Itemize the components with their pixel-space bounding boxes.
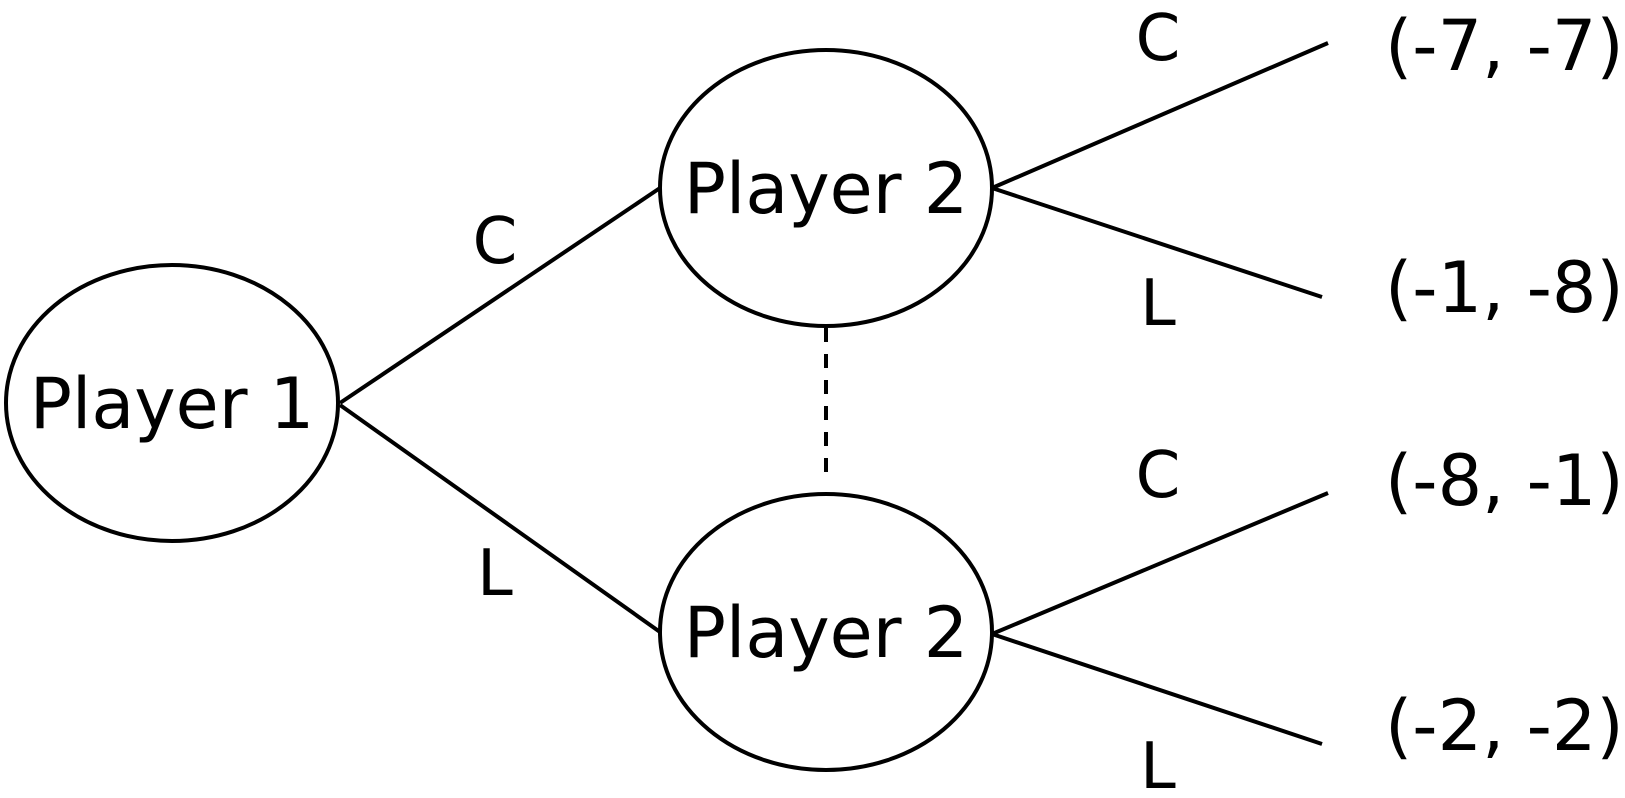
payoff-lower-c: (-8, -1) bbox=[1385, 440, 1624, 522]
node-player-1 bbox=[4, 263, 340, 543]
edge-label-root-c: C bbox=[473, 205, 518, 279]
edge-label-upper-c: C bbox=[1136, 2, 1181, 76]
node-player-2-upper bbox=[658, 48, 994, 328]
edge-upper-c bbox=[991, 41, 1329, 190]
payoff-upper-l: (-1, -8) bbox=[1385, 247, 1624, 329]
payoff-lower-l: (-2, -2) bbox=[1385, 685, 1624, 767]
edge-lower-l bbox=[991, 632, 1323, 746]
edge-label-root-l: L bbox=[477, 537, 513, 611]
node-label-player-2-upper: Player 2 bbox=[684, 148, 969, 230]
node-label-player-2-lower: Player 2 bbox=[684, 592, 969, 674]
edge-label-upper-l: L bbox=[1140, 267, 1176, 341]
payoff-upper-c: (-7, -7) bbox=[1385, 5, 1624, 87]
edge-root-to-lower bbox=[338, 403, 662, 634]
edge-label-lower-l: L bbox=[1140, 730, 1176, 798]
node-player-2-lower bbox=[658, 492, 994, 772]
edge-root-to-upper bbox=[338, 186, 662, 405]
edge-label-lower-c: C bbox=[1136, 439, 1181, 513]
edge-lower-c bbox=[991, 491, 1329, 636]
edge-upper-l bbox=[991, 186, 1323, 299]
node-label-player-1: Player 1 bbox=[30, 363, 315, 445]
